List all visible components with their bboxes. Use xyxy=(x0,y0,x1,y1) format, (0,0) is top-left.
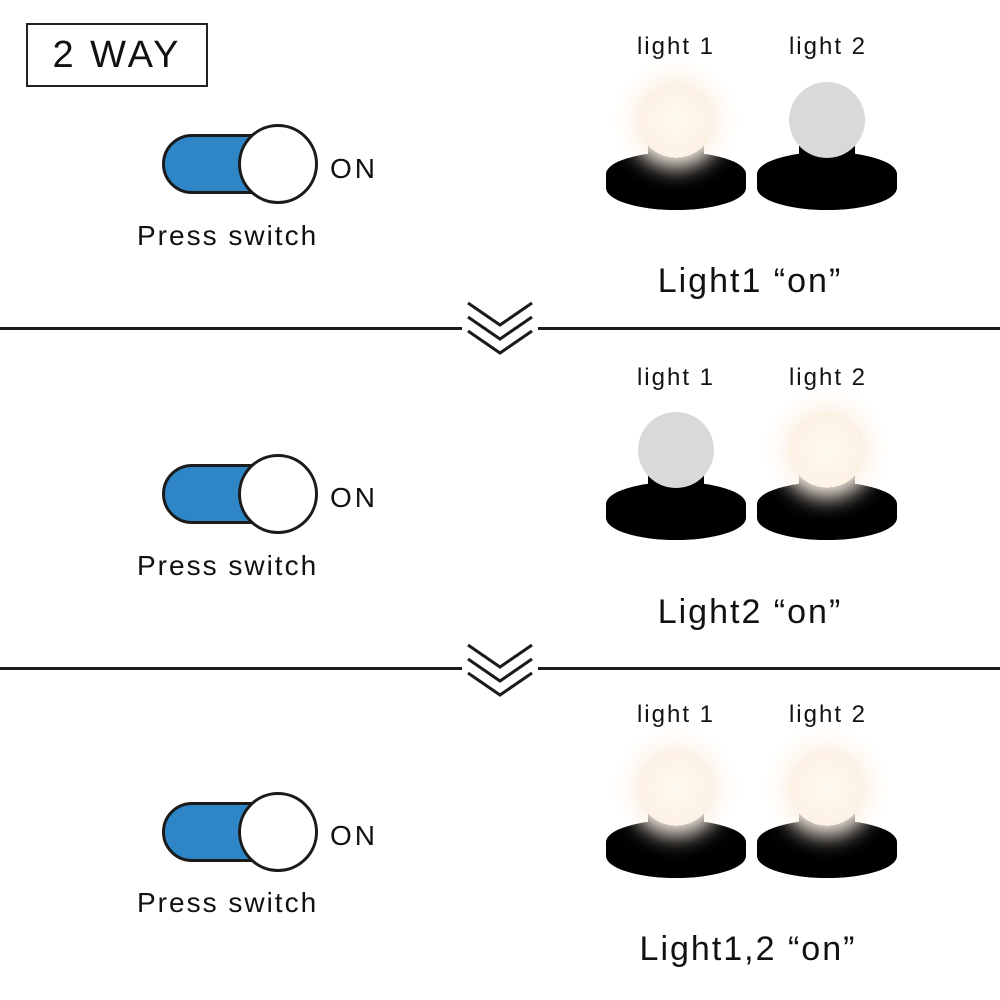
state-label: Light1,2 “on” xyxy=(639,930,857,968)
lamp-2-label: light 2 xyxy=(788,33,868,60)
lamp-2-label: light 2 xyxy=(788,364,868,391)
press-switch-caption: Press switch xyxy=(137,550,319,581)
switch-state-label: ON xyxy=(330,820,378,851)
double-chevron-down-icon xyxy=(462,637,538,707)
title-text: 2 WAY xyxy=(52,33,182,76)
lamp-2 xyxy=(757,412,897,542)
press-switch-caption: Press switch xyxy=(137,220,319,251)
step-3-panel: ON Press switch light 1 light 2 Light1,2… xyxy=(0,670,1000,1000)
toggle-switch[interactable] xyxy=(162,454,320,538)
lamp-1-label: light 1 xyxy=(636,33,716,60)
title-badge: 2 WAY xyxy=(26,23,208,87)
press-switch-caption: Press switch xyxy=(137,887,319,918)
lamp-1 xyxy=(606,412,746,542)
lamp-1-label: light 1 xyxy=(636,364,716,391)
lamp-1 xyxy=(606,82,746,212)
toggle-knob xyxy=(238,454,318,534)
lamp-2 xyxy=(757,82,897,212)
lamp-1 xyxy=(606,750,746,880)
state-label: Light2 “on” xyxy=(657,593,843,631)
bulb-on-icon xyxy=(789,412,865,488)
toggle-knob xyxy=(238,124,318,204)
step-1-panel: ON Press switch light 1 light 2 Light1 “… xyxy=(0,0,1000,330)
toggle-knob xyxy=(238,792,318,872)
switch-state-label: ON xyxy=(330,482,378,513)
step-2-panel: ON Press switch light 1 light 2 Light2 “… xyxy=(0,330,1000,660)
toggle-switch[interactable] xyxy=(162,792,320,876)
switch-state-label: ON xyxy=(330,153,378,184)
bulb-on-icon xyxy=(638,750,714,826)
bulb-on-icon xyxy=(638,82,714,158)
lamp-1-label: light 1 xyxy=(636,701,716,728)
lamp-2-label: light 2 xyxy=(788,701,868,728)
bulb-off-icon xyxy=(789,82,865,158)
state-label: Light1 “on” xyxy=(657,262,843,300)
lamp-2 xyxy=(757,750,897,880)
toggle-switch[interactable] xyxy=(162,124,320,208)
double-chevron-down-icon xyxy=(462,295,538,365)
bulb-on-icon xyxy=(789,750,865,826)
bulb-off-icon xyxy=(638,412,714,488)
